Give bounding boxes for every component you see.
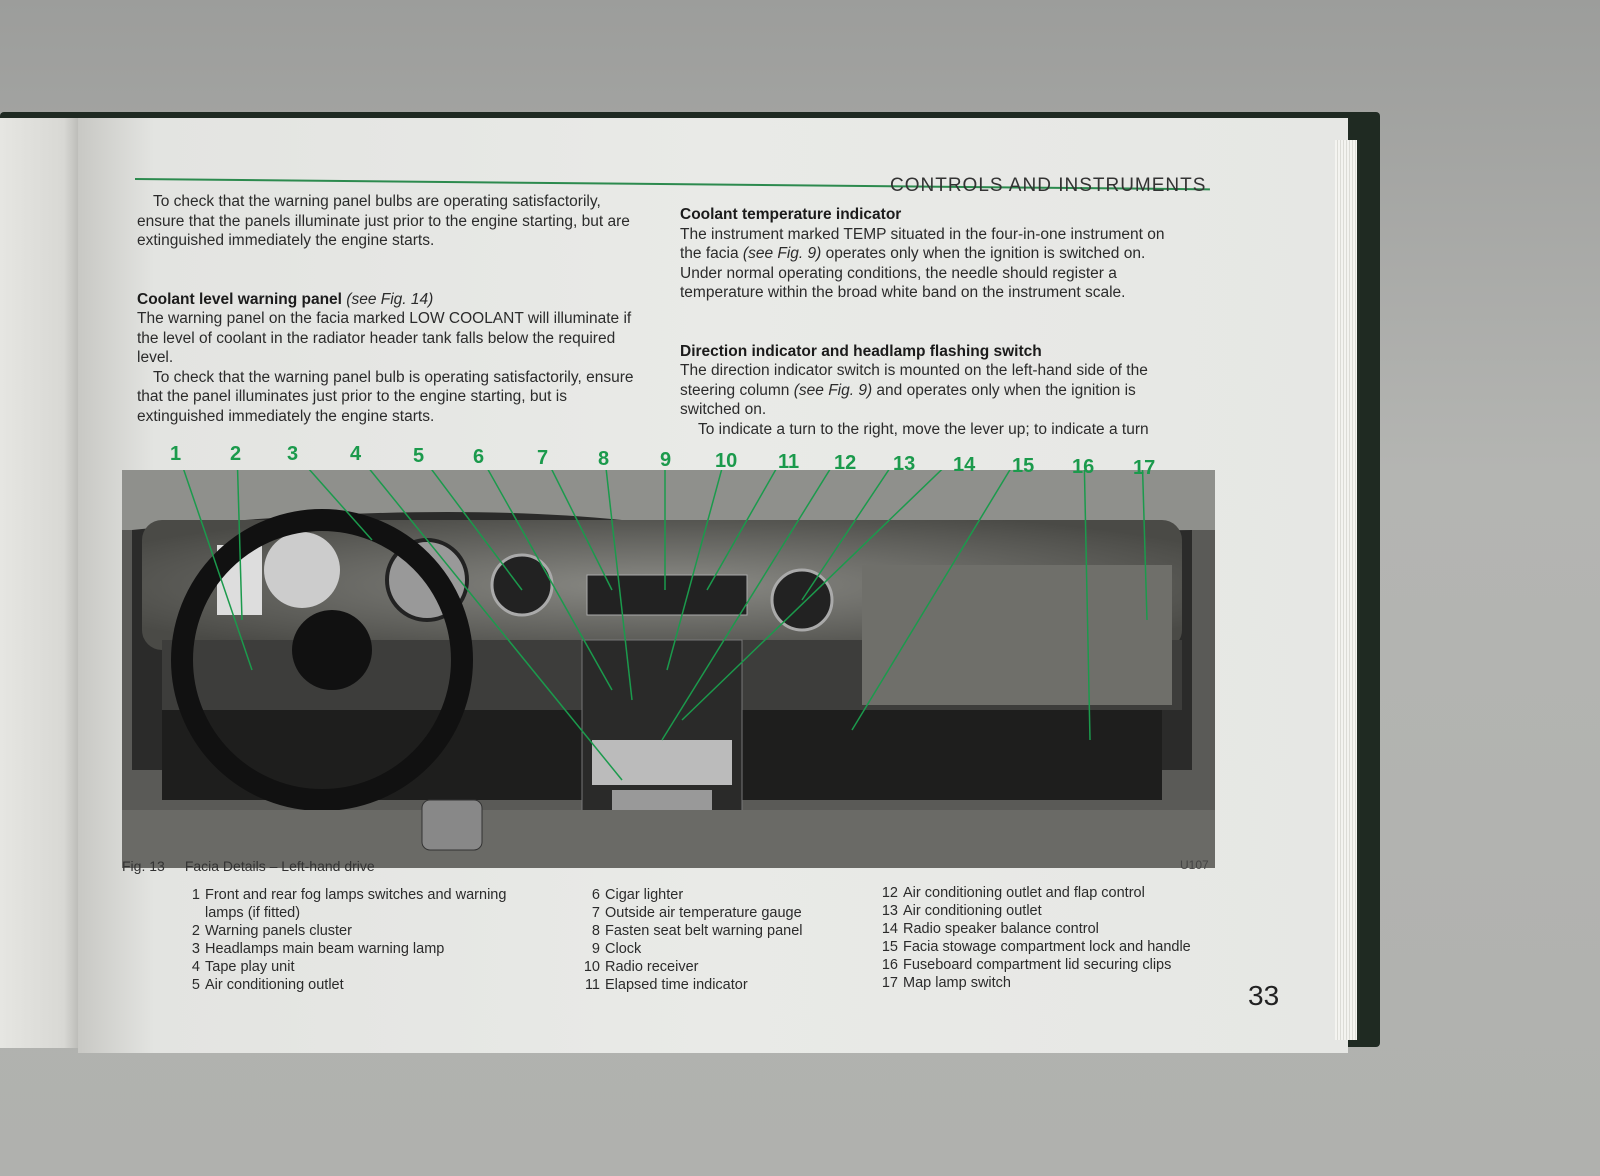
legend-number: 1 — [191, 887, 200, 903]
callout-16: 16 — [1072, 456, 1095, 478]
coolant-temp-text: The instrument marked TEMP situated in t… — [680, 225, 1165, 263]
callout-17: 17 — [1133, 457, 1156, 479]
legend-item: 3 Headlamps main beam warning lamp — [180, 940, 525, 958]
direction-heading: Direction indicator and headlamp flashin… — [680, 342, 1042, 360]
legend-item: 2 Warning panels cluster — [180, 922, 525, 940]
callout-7: 7 — [537, 447, 549, 469]
coolant-level-text: The warning panel on the facia marked LO… — [137, 310, 632, 366]
callout-11: 11 — [778, 451, 800, 473]
left-column: To check that the warning panel bulbs ar… — [137, 192, 647, 426]
callout-13: 13 — [893, 453, 916, 475]
direction-text-3: To indicate a turn to the right, move th… — [698, 420, 1149, 438]
coolant-temp-text-2: operates only when the ignition is switc… — [680, 245, 1146, 301]
page-number: 33 — [1248, 980, 1280, 1011]
legend-item: 11 Elapsed time indicator — [580, 976, 803, 994]
direction-text: The direction indicator switch is mounte… — [680, 362, 1148, 399]
legend-item: 9 Clock — [580, 940, 803, 958]
legend-text: Radio speaker balance control — [903, 921, 1099, 937]
legend-item: 10 Radio receiver — [580, 958, 803, 976]
legend-item: 17 Map lamp switch — [878, 974, 1191, 992]
callout-1: 1 — [170, 443, 182, 465]
legend-text: Elapsed time indicator — [605, 977, 748, 993]
callout-14: 14 — [953, 454, 976, 476]
left-page — [0, 118, 80, 1048]
figure-title: Facia Details – Left-hand drive — [184, 858, 375, 874]
legend-number: 2 — [191, 923, 200, 939]
legend-column-3: 12 Air conditioning outlet and flap contr… — [878, 884, 1191, 992]
legend-item: 6 Cigar lighter — [580, 886, 803, 904]
legend-text: Air conditioning outlet — [903, 903, 1042, 919]
callout-6: 6 — [473, 446, 485, 468]
legend-text: Air conditioning outlet — [205, 977, 344, 993]
direction-text-2: and operates only when the ignition is s… — [680, 381, 1136, 419]
legend-text: Air conditioning outlet and flap control — [903, 885, 1145, 901]
callout-2: 2 — [230, 443, 242, 465]
callout-4: 4 — [350, 443, 362, 465]
coolant-level-heading: Coolant level warning panel — [137, 290, 342, 308]
section-header: CONTROLS AND INSTRUMENTS — [890, 175, 1207, 196]
legend-item: 14 Radio speaker balance control — [878, 920, 1191, 938]
legend-item: 7 Outside air temperature gauge — [580, 904, 803, 922]
callout-8: 8 — [598, 448, 610, 470]
legend-text: Tape play unit — [205, 959, 295, 975]
legend-number: 3 — [191, 941, 200, 957]
legend-item: 15 Facia stowage compartment lock and han… — [878, 938, 1191, 956]
legend-number: 4 — [191, 959, 200, 975]
fig-ref: (see Fig. 9) — [793, 381, 873, 399]
legend-number: 9 — [591, 941, 600, 957]
legend-text: Radio receiver — [605, 959, 699, 975]
callout-12: 12 — [834, 452, 857, 474]
legend-number: 5 — [191, 977, 200, 993]
figure-code: U107 — [1180, 858, 1209, 872]
legend-item: 1 Front and rear fog lamps switches and w… — [180, 886, 525, 922]
callout-3: 3 — [287, 443, 299, 465]
coolant-level-check: To check that the warning panel bulb is … — [137, 368, 634, 425]
legend-item: 12 Air conditioning outlet and flap contr… — [878, 884, 1191, 902]
legend-item: 4 Tape play unit — [180, 958, 525, 976]
legend-text: Outside air temperature gauge — [605, 905, 802, 921]
callout-10: 10 — [715, 450, 738, 472]
legend-text: Warning panels cluster — [205, 923, 352, 939]
legend-text: Fasten seat belt warning panel — [605, 923, 803, 939]
coolant-temp-heading: Coolant temperature indicator — [680, 206, 902, 223]
legend-number: 16 — [881, 957, 898, 973]
legend-number: 17 — [881, 975, 898, 991]
figure-number: Fig. 13 — [122, 858, 165, 874]
right-column: Coolant temperature indicator The instru… — [680, 205, 1185, 439]
legend-item: 16 Fuseboard compartment lid securing cli… — [878, 956, 1191, 974]
callout-9: 9 — [660, 449, 672, 471]
legend-text: Front and rear fog lamps switches and wa… — [205, 887, 507, 921]
figure-caption: Fig. 13 Facia Details – Left-hand drive — [122, 858, 375, 874]
legend-column-1: 1 Front and rear fog lamps switches and w… — [180, 886, 525, 994]
legend-text: Cigar lighter — [605, 887, 684, 903]
page-edges — [1335, 140, 1357, 1040]
legend-number: 8 — [591, 923, 600, 939]
dashboard-photo — [122, 470, 1215, 868]
legend-number: 14 — [881, 921, 898, 937]
callout-15: 15 — [1012, 455, 1035, 477]
legend-item: 13 Air conditioning outlet — [878, 902, 1191, 920]
legend-number: 15 — [881, 939, 898, 955]
legend-item: 5 Air conditioning outlet — [180, 976, 525, 994]
legend-text: Facia stowage compartment lock and handl… — [903, 939, 1191, 955]
legend-number: 10 — [583, 959, 600, 975]
legend-text: Clock — [605, 941, 642, 957]
intro-paragraph: To check that the warning panel bulbs ar… — [137, 193, 630, 249]
legend-number: 7 — [591, 905, 600, 921]
legend-item: 8 Fasten seat belt warning panel — [580, 922, 803, 940]
legend-column-2: 6 Cigar lighter 7 Outside air temperature g… — [580, 886, 803, 994]
legend-number: 12 — [881, 885, 898, 901]
fig-ref: (see Fig. 14) — [346, 290, 434, 308]
legend-text: Map lamp switch — [903, 975, 1011, 991]
legend-number: 13 — [881, 903, 898, 919]
legend-text: Fuseboard compartment lid securing clips — [903, 957, 1172, 973]
legend-number: 6 — [591, 887, 600, 903]
legend-text: Headlamps main beam warning lamp — [205, 941, 445, 957]
callout-5: 5 — [413, 445, 425, 467]
legend-number: 11 — [584, 977, 600, 993]
fig-ref: (see Fig. 9) — [742, 245, 822, 262]
